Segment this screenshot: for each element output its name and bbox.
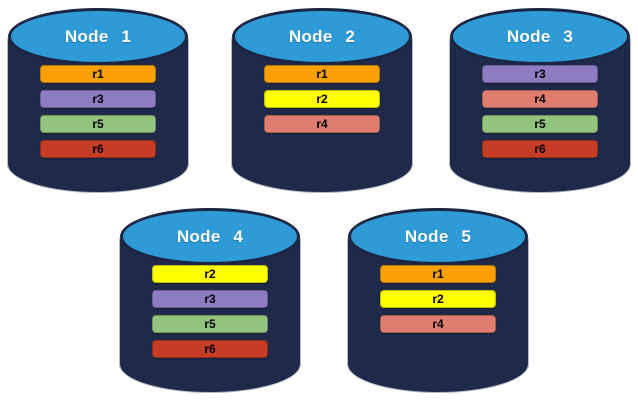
node-title: Node 5 bbox=[404, 226, 472, 246]
replica-label: r2 bbox=[432, 292, 444, 306]
node-title: Node 2 bbox=[288, 26, 356, 46]
replica-bar-r6: r6 bbox=[152, 340, 268, 358]
replica-bar-r6: r6 bbox=[40, 140, 156, 158]
replica-bar-r2: r2 bbox=[380, 290, 496, 308]
replica-label: r2 bbox=[316, 92, 328, 106]
db-node-4: Node 4 r2 r3 r5 r6 bbox=[120, 208, 300, 394]
replica-bar-r4: r4 bbox=[482, 90, 598, 108]
replica-bar-r4: r4 bbox=[264, 115, 380, 133]
node-title: Node 4 bbox=[176, 226, 244, 246]
replica-list: r1 r3 r5 r6 bbox=[8, 65, 188, 158]
replica-label: r1 bbox=[432, 267, 444, 281]
replica-label: r6 bbox=[92, 142, 104, 156]
cylinder-top: Node 1 bbox=[8, 8, 188, 65]
replica-label: r2 bbox=[204, 267, 216, 281]
replica-bar-r3: r3 bbox=[152, 290, 268, 308]
cylinder-top: Node 5 bbox=[348, 208, 528, 265]
replica-label: r5 bbox=[204, 317, 216, 331]
replica-label: r6 bbox=[204, 342, 216, 356]
replica-label: r3 bbox=[534, 67, 546, 81]
cylinder-top: Node 4 bbox=[120, 208, 300, 265]
replica-list: r1 r2 r4 bbox=[232, 65, 412, 133]
replica-bar-r4: r4 bbox=[380, 315, 496, 333]
replica-label: r1 bbox=[92, 67, 104, 81]
replica-label: r4 bbox=[316, 117, 328, 131]
replica-bar-r5: r5 bbox=[482, 115, 598, 133]
replica-label: r4 bbox=[534, 92, 546, 106]
replica-label: r5 bbox=[92, 117, 104, 131]
replica-bar-r5: r5 bbox=[152, 315, 268, 333]
replica-list: r1 r2 r4 bbox=[348, 265, 528, 333]
replica-label: r4 bbox=[432, 317, 444, 331]
replica-list: r3 r4 r5 r6 bbox=[450, 65, 630, 158]
replica-bar-r3: r3 bbox=[40, 90, 156, 108]
replica-label: r5 bbox=[534, 117, 546, 131]
replica-label: r3 bbox=[92, 92, 104, 106]
replica-bar-r1: r1 bbox=[380, 265, 496, 283]
replica-bar-r2: r2 bbox=[264, 90, 380, 108]
replica-bar-r6: r6 bbox=[482, 140, 598, 158]
replica-bar-r3: r3 bbox=[482, 65, 598, 83]
cylinder-top: Node 2 bbox=[232, 8, 412, 65]
cylinder-top: Node 3 bbox=[450, 8, 630, 65]
replica-label: r3 bbox=[204, 292, 216, 306]
node-title: Node 1 bbox=[64, 26, 132, 46]
db-node-5: Node 5 r1 r2 r4 bbox=[348, 208, 528, 394]
replica-label: r6 bbox=[534, 142, 546, 156]
replica-bar-r2: r2 bbox=[152, 265, 268, 283]
replica-bar-r1: r1 bbox=[40, 65, 156, 83]
replica-label: r1 bbox=[316, 67, 328, 81]
replica-bar-r1: r1 bbox=[264, 65, 380, 83]
node-title: Node 3 bbox=[506, 26, 574, 46]
replica-bar-r5: r5 bbox=[40, 115, 156, 133]
db-node-3: Node 3 r3 r4 r5 r6 bbox=[450, 8, 630, 194]
replica-list: r2 r3 r5 r6 bbox=[120, 265, 300, 358]
db-node-1: Node 1 r1 r3 r5 r6 bbox=[8, 8, 188, 194]
db-node-2: Node 2 r1 r2 r4 bbox=[232, 8, 412, 194]
